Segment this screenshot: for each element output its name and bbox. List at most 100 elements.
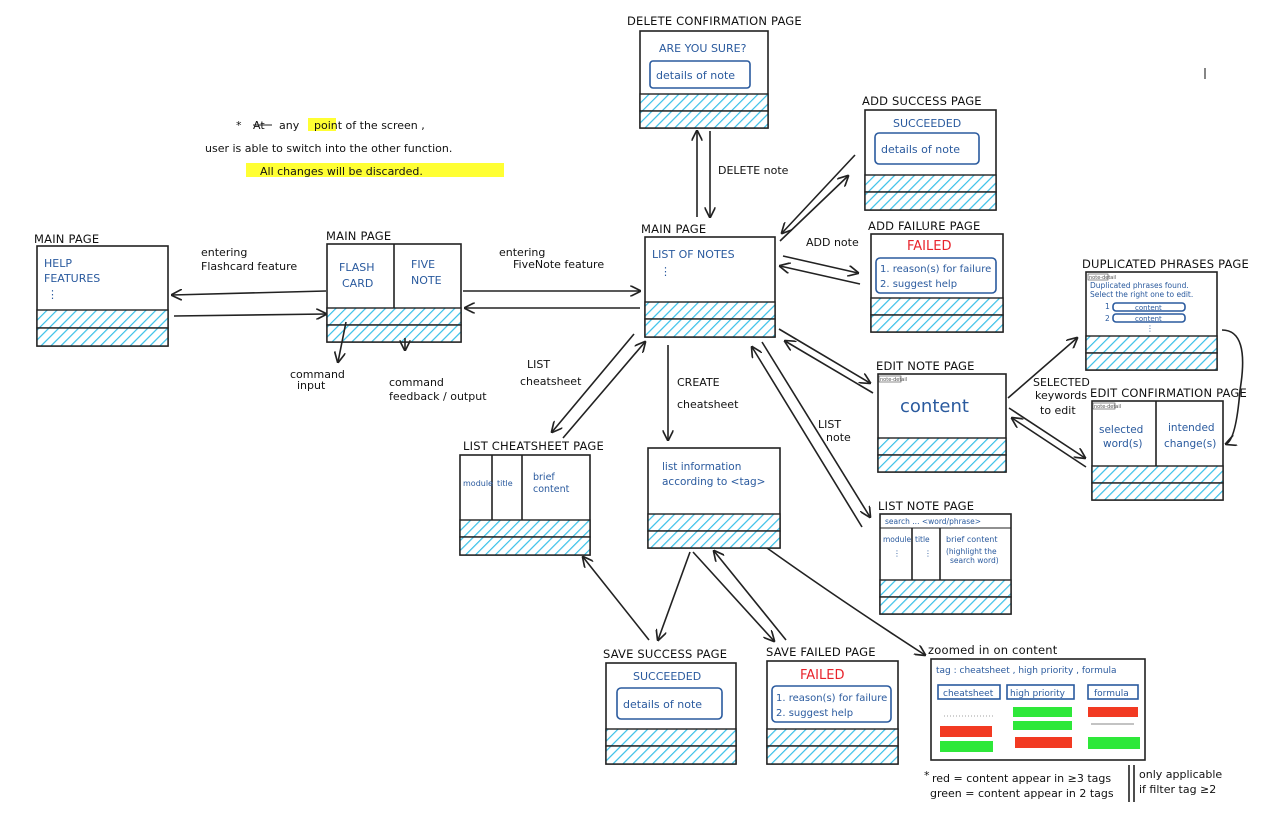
page-title: DELETE CONFIRMATION PAGE — [627, 14, 802, 28]
arrow-to-list-cheat — [552, 333, 635, 432]
note-detail-tag — [878, 375, 902, 383]
arrow-from-edit-confirm — [1012, 418, 1087, 468]
zoomed-title: zoomed in on content — [928, 643, 1058, 657]
reason-line: 1. reason(s) for failure — [776, 693, 887, 704]
arrow-to-edit — [778, 328, 870, 383]
card-label: CARD — [342, 277, 373, 290]
arrow-from-add-success — [782, 154, 856, 233]
red-content-block — [1088, 707, 1138, 717]
command-input-label-2: input — [297, 379, 326, 392]
help-label: HELP — [44, 257, 72, 270]
arrow-to-mode — [173, 314, 326, 316]
details-box — [874, 132, 980, 165]
tab-high-priority — [1006, 684, 1075, 700]
create-label-1: CREATE — [677, 376, 720, 389]
tab-high-priority-label: high priority — [1010, 689, 1066, 699]
command-output-bar — [36, 327, 169, 347]
command-input-bar — [864, 174, 997, 193]
arrow-to-zoomed — [766, 547, 925, 655]
arrow-save-success-to-list — [583, 557, 650, 641]
selected-label: selected — [1099, 424, 1143, 436]
page-duplicated-phrases: DUPLICATED PHRASES PAGE note-detail Dupl… — [1082, 257, 1249, 371]
list-cheat-label-2: cheatsheet — [520, 375, 582, 388]
legend-red: red = content appear in ≥3 tags — [932, 772, 1111, 785]
title-col: title — [497, 479, 513, 488]
banner-line1: point of the screen , — [314, 119, 425, 132]
details-box — [649, 60, 751, 89]
command-input-bar — [326, 307, 462, 326]
arrow-to-edit-confirm — [1008, 407, 1085, 458]
dots: ⋮ — [660, 265, 671, 278]
legend-only1: only applicable — [1139, 768, 1222, 781]
details-box — [616, 687, 723, 720]
banner-line3: All changes will be discarded. — [260, 165, 423, 178]
selected-label-3: to edit — [1040, 404, 1076, 417]
reasons-box — [875, 257, 997, 294]
option-text-1: content — [1135, 304, 1162, 312]
command-input-arrow — [338, 321, 347, 362]
command-output-bar — [1091, 482, 1224, 501]
arrow-to-add-success — [779, 176, 848, 242]
dots-module: ⋮ — [893, 549, 901, 558]
command-input-bar — [1091, 465, 1224, 484]
brief-col: brief — [533, 472, 555, 483]
module-col: module — [883, 535, 911, 544]
dots-title: ⋮ — [924, 549, 932, 558]
arrow-from-list-note — [752, 347, 863, 528]
page-main-mode: MAIN PAGE FLASH CARD FIVE NOTE — [326, 229, 462, 343]
dup-line1: Duplicated phrases found. — [1090, 281, 1189, 290]
banner-line2: user is able to switch into the other fu… — [205, 142, 452, 155]
tab-cheatsheet — [937, 684, 1001, 700]
option-number-1: 1 — [1105, 302, 1110, 311]
page-list-note: LIST NOTE PAGE search ... <word/phrase> … — [878, 499, 1012, 615]
page-title: MAIN PAGE — [641, 222, 706, 236]
failed-heading: FAILED — [907, 239, 951, 254]
note-detail-tag — [1092, 402, 1116, 410]
module-col: module — [463, 479, 493, 488]
command-input-bar — [1085, 335, 1218, 354]
option-number-2: 2 — [1105, 314, 1110, 323]
legend-only2: if filter tag ≥2 — [1139, 783, 1216, 796]
page-title: LIST NOTE PAGE — [878, 499, 974, 513]
legend-star: * — [924, 769, 930, 782]
legend-green: green = content appear in 2 tags — [930, 787, 1114, 800]
arrow-to-dup — [1007, 338, 1077, 399]
banner-note: * At any point of the screen , user is a… — [205, 118, 504, 178]
arrow-dup-to-confirm — [1221, 329, 1244, 444]
command-input-bar — [459, 519, 591, 538]
green-content-block — [1013, 721, 1072, 730]
suggest-line: 2. suggest help — [776, 708, 853, 719]
page-save-success: SAVE SUCCESS PAGE SUCCEEDED details of n… — [603, 647, 737, 765]
page-delete-confirmation: DELETE CONFIRMATION PAGE ARE YOU SURE? d… — [627, 14, 802, 129]
brief-content-col: brief content — [946, 535, 998, 544]
option-box-2 — [1112, 313, 1186, 323]
command-feedback-label-2: feedback / output — [389, 390, 487, 403]
list-info-line1: list information — [662, 461, 741, 473]
command-input-bar — [766, 728, 899, 747]
arrow-from-save-failed — [714, 551, 787, 641]
page-add-failure: ADD FAILURE PAGE FAILED 1. reason(s) for… — [868, 219, 1004, 333]
arrow-from-add-failure — [780, 266, 861, 285]
page-title: ADD SUCCESS PAGE — [862, 94, 982, 108]
page-title: LIST CHEATSHEET PAGE — [463, 439, 604, 453]
selected-label-1: SELECTED — [1033, 376, 1090, 389]
changes-label: change(s) — [1164, 438, 1216, 450]
details-text: details of note — [656, 69, 735, 82]
option-text-2: content — [1135, 315, 1162, 323]
list-of-notes-label: LIST OF NOTES — [652, 248, 735, 261]
content-text: content — [900, 396, 969, 417]
page-title: EDIT NOTE PAGE — [876, 359, 975, 373]
red-content-block — [940, 726, 992, 737]
command-output-bar — [459, 536, 591, 556]
entering-fivenote-2: FiveNote feature — [513, 258, 604, 271]
are-you-sure-heading: ARE YOU SURE? — [659, 42, 747, 55]
command-output-bar — [877, 454, 1007, 473]
note-detail-text: note-detail — [1094, 404, 1121, 410]
command-input-bar — [879, 579, 1012, 598]
title-col: title — [915, 535, 930, 544]
page-title: SAVE FAILED PAGE — [766, 645, 876, 659]
arrow-from-edit — [785, 341, 874, 394]
details-text: details of note — [881, 143, 960, 156]
page-title: MAIN PAGE — [34, 232, 99, 246]
